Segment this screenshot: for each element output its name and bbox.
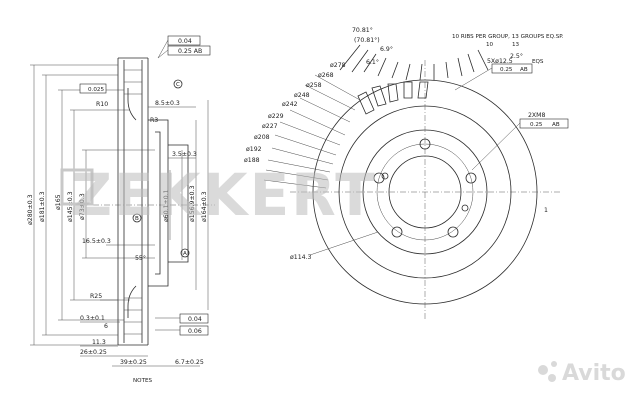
m8-spec: 2XM8 — [528, 112, 546, 119]
radial-dims: ø278 ø268 ø258 ø248 ø242 ø229 ø227 ø208 … — [244, 62, 346, 164]
angle-55: 55° — [135, 254, 146, 262]
angle-6-1: 6.1° — [366, 58, 379, 66]
holes-datum: AB — [520, 67, 528, 73]
dim-6: 6 — [104, 323, 108, 330]
face-view — [263, 44, 569, 320]
brand-logo: ZEKKERT — [60, 161, 377, 229]
dim-229: ø229 — [268, 113, 284, 120]
datum-a: A — [183, 251, 187, 257]
dim-39: 39±0.25 — [120, 359, 147, 366]
vertical-dims: ø280±0.3 ø181±0.3 ø165 ø145±0.3 ø73±0.3 … — [27, 185, 208, 225]
dim-248: ø248 — [294, 92, 310, 99]
dim-188: ø188 — [244, 157, 260, 164]
tol-left: 0.025 — [88, 87, 104, 93]
dim-60-1: ø60.1±0.1 — [163, 189, 170, 222]
ribs-val-10: 10 — [486, 42, 494, 48]
m8-tol: 0.25 — [530, 122, 543, 128]
dim-280: ø280±0.3 — [27, 194, 34, 225]
center-mark: 1 — [544, 207, 548, 214]
datum-b: B — [135, 216, 139, 222]
dim-181: ø181±0.3 — [39, 191, 46, 222]
dim-258: ø258 — [306, 82, 322, 89]
dim-6-7: 6.7±0.25 — [175, 359, 204, 366]
datum-c: C — [176, 82, 180, 88]
holes-tol: 0.25 — [500, 67, 513, 73]
avito-text: Avito — [562, 361, 626, 386]
holes-spec: 5Xø12.5 — [487, 58, 513, 65]
ribs-note: 10 RIBS PER GROUP, 13 GROUPS EQ.SP. — [452, 34, 564, 40]
m8-datum: AB — [552, 122, 560, 128]
dim-8-5: 8.5±0.3 — [155, 100, 180, 107]
angle-6-9: 6.9° — [380, 45, 393, 53]
dim-165: ø165 — [55, 194, 62, 210]
angle-2-5: 2.5° — [510, 52, 523, 60]
angle-outer: 70.81° — [352, 26, 373, 34]
holes-eqs: EQS — [532, 59, 544, 65]
radius-r10: R10 — [96, 101, 108, 108]
pcd-dim: ø114.3 — [290, 254, 312, 261]
tol-top-1: 0.04 — [178, 38, 192, 45]
dim-227: ø227 — [262, 123, 278, 130]
tol-bottom-1: 0.04 — [188, 316, 202, 323]
dim-145: ø145±0.3 — [67, 191, 74, 222]
dim-3-5: 3.5±0.3 — [172, 151, 197, 158]
ribs-val-13: 13 — [512, 42, 520, 48]
dim-268: ø268 — [318, 72, 334, 79]
avito-watermark: Avito — [538, 361, 626, 386]
radius-r25: R25 — [90, 293, 102, 300]
dim-0-3: 0.3±0.1 — [80, 315, 105, 322]
tol-top-2: 0.25 AB — [178, 48, 202, 55]
tol-bottom-2: 0.06 — [188, 328, 202, 335]
dim-26: 26±0.25 — [80, 349, 107, 356]
dim-278: ø278 — [330, 62, 346, 69]
dim-16-5: 16.5±0.3 — [82, 238, 111, 245]
dim-156-9: ø156.9±0.3 — [189, 185, 196, 222]
dim-11-3: 11.3 — [92, 339, 106, 346]
dim-242: ø242 — [282, 101, 298, 108]
dim-208: ø208 — [254, 134, 270, 141]
radius-r3: R3 — [150, 117, 158, 124]
notes-label: NOTES — [133, 378, 153, 384]
dim-73: ø73±0.3 — [79, 193, 86, 220]
dim-192: ø192 — [246, 146, 262, 153]
dim-164: ø164±0.3 — [201, 191, 208, 222]
angle-inner: (70.81°) — [354, 36, 380, 44]
brand-text: ZEKKERT — [70, 161, 377, 229]
